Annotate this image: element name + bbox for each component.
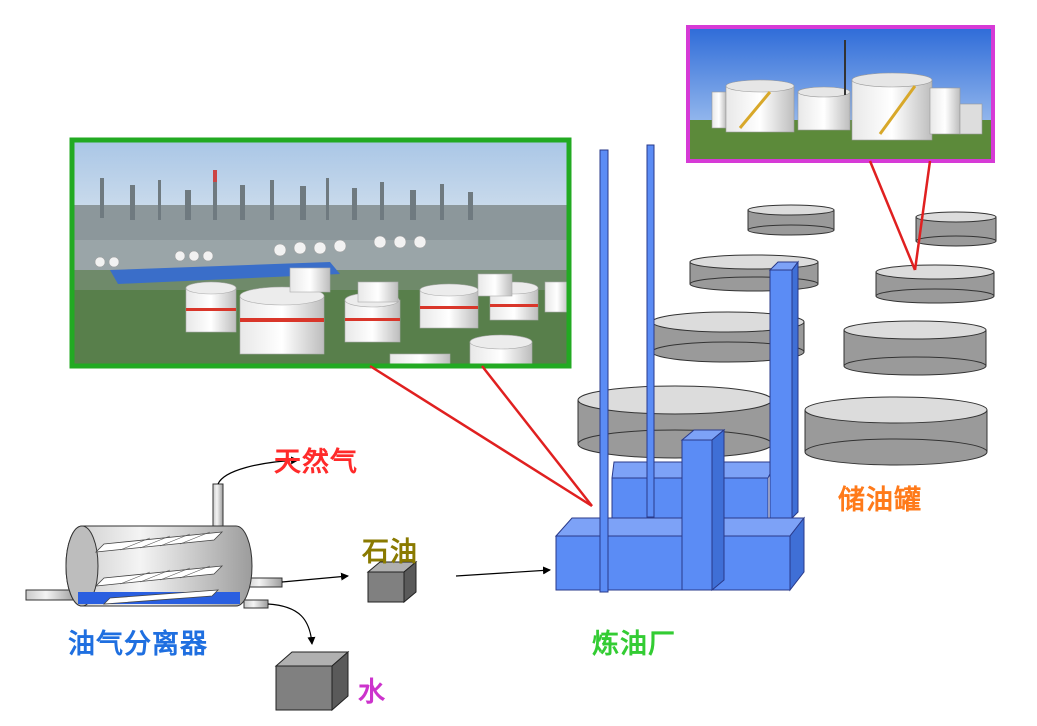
storage-tank xyxy=(747,204,835,236)
separator-label: 油气分离器 xyxy=(68,629,208,660)
storage-photo xyxy=(686,25,995,163)
water-flow-arrow xyxy=(267,603,316,645)
storage-tank xyxy=(843,320,987,376)
oil-gas-separator xyxy=(25,483,283,609)
storage-tank xyxy=(577,385,773,459)
oil-label: 石油 xyxy=(362,537,418,568)
storage-tank xyxy=(915,211,997,247)
storage-tank xyxy=(804,396,988,466)
callout-lines xyxy=(369,160,932,508)
storage-photo-border xyxy=(686,25,995,163)
refinery-structure xyxy=(554,144,806,593)
gas-flow-arrow xyxy=(217,456,299,485)
storage-tank-group xyxy=(577,204,997,466)
water-cube xyxy=(274,650,350,712)
oil-to-refinery-arrow xyxy=(455,566,551,577)
oil-cube xyxy=(366,560,418,604)
storage-tank xyxy=(875,264,995,304)
flow-arrows xyxy=(217,456,551,645)
refinery-photo xyxy=(69,137,572,369)
storage-tanks-label: 储油罐 xyxy=(838,485,922,516)
storage-tank xyxy=(689,254,819,292)
natural-gas-label: 天然气 xyxy=(274,447,358,478)
water-label: 水 xyxy=(358,677,386,708)
oil-flow-arrow xyxy=(281,572,349,583)
refinery-photo-border xyxy=(69,137,572,369)
refinery-label: 炼油厂 xyxy=(592,629,676,660)
